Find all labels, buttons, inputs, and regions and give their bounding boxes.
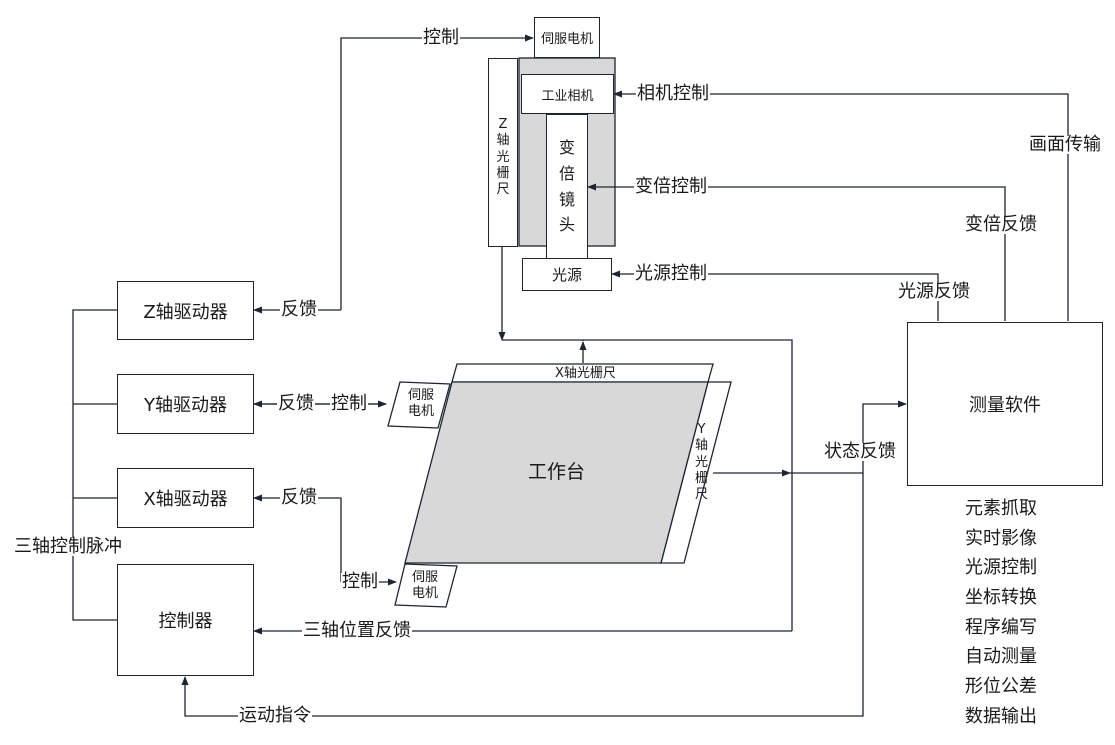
label-pulse: 三轴控制脉冲 xyxy=(13,536,123,557)
zoom-lens: 变倍镜头 xyxy=(546,114,588,259)
industrial-camera: 工业相机 xyxy=(521,74,614,114)
worktable-label: 工作台 xyxy=(528,461,586,483)
label-light-feedback: 光源反馈 xyxy=(897,281,971,302)
feature-item: 元素抓取 xyxy=(965,498,1037,519)
zoom-lens-label: 变倍镜头 xyxy=(558,138,575,235)
feature-item: 光源控制 xyxy=(965,557,1037,579)
label-z-feedback: 反馈 xyxy=(280,299,318,320)
servo-mid-shape xyxy=(387,381,451,429)
label-light-control: 光源控制 xyxy=(634,263,708,284)
servo-bottom-shape xyxy=(394,563,458,608)
label-zoom-control: 变倍控制 xyxy=(634,176,708,197)
feature-item: 实时影像 xyxy=(965,527,1037,549)
label-image-transfer: 画面传输 xyxy=(1028,134,1102,155)
light-source: 光源 xyxy=(522,258,612,291)
x-scale-label: X轴光栅尺 xyxy=(555,366,616,381)
feature-item: 形位公差 xyxy=(965,676,1037,698)
label-x-feedback: 反馈 xyxy=(280,487,318,508)
servo-top-label: 伺服电机 xyxy=(540,32,593,47)
feature-item: 数据输出 xyxy=(965,705,1037,727)
z-axis-driver: Z轴驱动器 xyxy=(117,281,254,340)
software-feature-list: 元素抓取 实时影像 光源控制 坐标转换 程序编写 自动测量 形位公差 数据输出 xyxy=(965,494,1037,732)
camera-label: 工业相机 xyxy=(541,88,594,104)
label-motion-command: 运动指令 xyxy=(238,705,312,726)
label-zoom-feedback: 变倍反馈 xyxy=(964,214,1038,235)
label-y-control: 控制 xyxy=(330,393,368,414)
label-y-feedback: 反馈 xyxy=(277,393,315,414)
label-position-feedback: 三轴位置反馈 xyxy=(302,620,412,641)
z-driver-label: Z轴驱动器 xyxy=(143,301,228,323)
worktable-shape xyxy=(404,381,709,564)
label-x-control: 控制 xyxy=(341,571,379,592)
label-camera-control: 相机控制 xyxy=(636,83,710,104)
y-driver-label: Y轴驱动器 xyxy=(144,395,227,416)
feature-item: 程序编写 xyxy=(965,616,1037,638)
label-status-feedback: 状态反馈 xyxy=(823,441,897,462)
feature-item: 坐标转换 xyxy=(965,587,1037,609)
servo-bottom-label: 伺服电机 xyxy=(412,570,439,602)
feature-item: 自动测量 xyxy=(965,646,1037,668)
controller-label: 控制器 xyxy=(158,611,213,632)
servo-motor-top: 伺服电机 xyxy=(534,17,600,58)
servo-mid-label: 伺服电机 xyxy=(408,388,435,420)
measurement-software: 测量软件 xyxy=(907,322,1103,486)
controller: 控制器 xyxy=(117,564,254,676)
x-driver-label: X轴驱动器 xyxy=(143,489,228,510)
x-axis-driver: X轴驱动器 xyxy=(117,468,254,528)
software-label: 测量软件 xyxy=(969,395,1041,416)
label-control-top: 控制 xyxy=(422,27,460,48)
y-axis-driver: Y轴驱动器 xyxy=(117,374,254,434)
light-label: 光源 xyxy=(551,266,582,284)
